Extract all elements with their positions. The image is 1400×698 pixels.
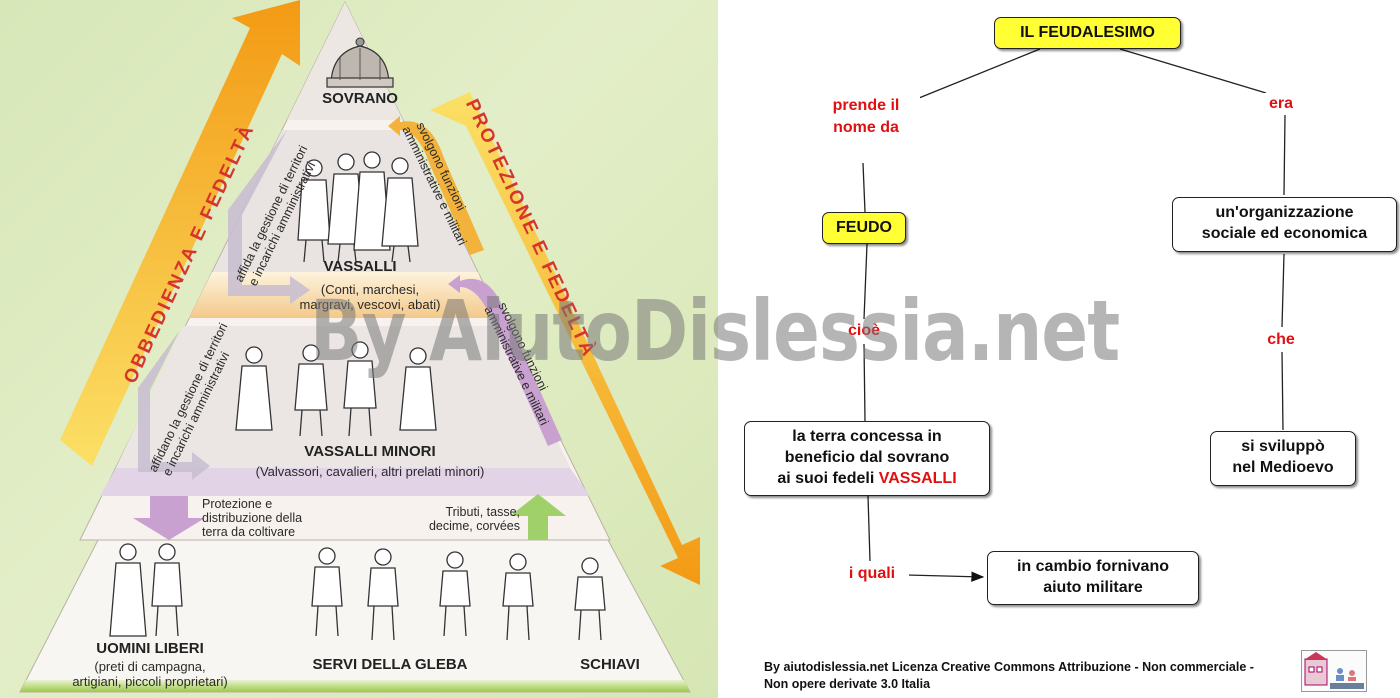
cambio-line-2: aiuto militare bbox=[1043, 579, 1143, 596]
link-che: che bbox=[1258, 329, 1304, 351]
vassalli-label: VASSALLI bbox=[323, 258, 397, 275]
base-figures bbox=[109, 543, 606, 641]
schiavi-label: SCHIAVI bbox=[580, 656, 640, 673]
node-organizzazione[interactable]: un'organizzazione sociale ed economica bbox=[1172, 197, 1397, 252]
minori-figures bbox=[235, 341, 437, 437]
affidano-arrow bbox=[138, 330, 210, 480]
link-prende-line-1: prende il bbox=[832, 97, 900, 114]
link-cioe: cioè bbox=[838, 320, 890, 342]
connector-che-medioevo bbox=[1281, 351, 1284, 431]
node-terra-concessa[interactable]: la terra concessa in beneficio dal sovra… bbox=[744, 421, 990, 496]
node-medioevo[interactable]: si sviluppò nel Medioevo bbox=[1210, 431, 1356, 486]
protezione-distribuzione-arrow bbox=[133, 496, 205, 540]
node-il-feudalesimo[interactable]: IL FEUDALESIMO bbox=[994, 17, 1181, 49]
base-band bbox=[20, 680, 690, 692]
license-footer: By aiutodislessia.net Licenza Creative C… bbox=[764, 659, 1304, 693]
vassalli-highlight: VASSALLI bbox=[878, 470, 957, 487]
node-aiuto-militare[interactable]: in cambio fornivano aiuto militare bbox=[987, 551, 1199, 605]
tributi-note-1: Tributi, tasse, bbox=[445, 505, 520, 519]
protezione-note-2: distribuzione della bbox=[202, 511, 303, 525]
tributi-arrow bbox=[510, 494, 566, 540]
watermark-text: By AiutoDislessia.net bbox=[310, 282, 1120, 380]
vassalli-minori-sub: (Valvassori, cavalieri, altri prelati mi… bbox=[255, 464, 485, 479]
tributi-note-2: decime, corvées bbox=[428, 519, 520, 533]
protezione-arrow bbox=[430, 92, 700, 585]
terra-line-3: ai suoi fedeli VASSALLI bbox=[753, 468, 981, 489]
organizzazione-line-1: un'organizzazione bbox=[1215, 204, 1354, 221]
svolgono-arrow-top bbox=[388, 116, 484, 255]
uomini-liberi-sub-2: artigiani, piccoli proprietari) bbox=[72, 674, 228, 689]
uomini-liberi-sub-1: (preti di campagna, bbox=[94, 659, 206, 674]
minori-band bbox=[100, 468, 590, 496]
obbedienza-arrow bbox=[60, 0, 300, 466]
link-prende-il-nome-da: prende il nome da bbox=[812, 95, 920, 139]
terra-line-3-text: ai suoi fedeli bbox=[777, 470, 875, 487]
vassalli-minori-label: VASSALLI MINORI bbox=[304, 443, 436, 460]
medioevo-line-2: nel Medioevo bbox=[1232, 459, 1334, 476]
link-era: era bbox=[1258, 93, 1304, 115]
terra-line-1: la terra concessa in bbox=[792, 428, 942, 445]
link-i-quali: i quali bbox=[835, 563, 909, 585]
protezione-note-3: terra da coltivare bbox=[202, 525, 296, 539]
aiutodislessia-logo[interactable] bbox=[1301, 650, 1367, 692]
connector-prende-feudo bbox=[862, 162, 866, 213]
connector-organizzazione-che bbox=[1281, 253, 1285, 328]
vassalli-sub-2: margravi, vescovi, abati) bbox=[299, 297, 441, 312]
license-line-2: Non opere derivate 3.0 Italia bbox=[764, 677, 931, 691]
svolgono-arrow-bottom bbox=[448, 275, 562, 446]
connector-feudo-cioe bbox=[863, 243, 868, 320]
sovrano-label: SOVRANO bbox=[322, 90, 398, 107]
vassalli-figures bbox=[297, 151, 419, 263]
connector-root-era bbox=[1119, 48, 1267, 94]
connector-terra-quali bbox=[867, 495, 871, 562]
organizzazione-line-2: sociale ed economica bbox=[1201, 225, 1368, 242]
crown-icon bbox=[326, 37, 394, 88]
link-prende-line-2: nome da bbox=[833, 119, 899, 136]
logo-graphic bbox=[1304, 652, 1364, 689]
cambio-line-1: in cambio fornivano bbox=[1016, 558, 1169, 575]
license-line-1: By aiutodislessia.net Licenza Creative C… bbox=[764, 660, 1254, 674]
vassalli-sub-1: (Conti, marchesi, bbox=[320, 282, 420, 297]
uomini-liberi-label: UOMINI LIBERI bbox=[96, 640, 204, 657]
connector-era-organizzazione bbox=[1283, 114, 1286, 196]
terra-line-2: beneficio dal sovrano bbox=[784, 449, 950, 466]
medioevo-line-1: si sviluppò bbox=[1241, 438, 1325, 455]
affida-arrow bbox=[228, 130, 310, 304]
minori-level bbox=[111, 326, 575, 478]
servi-della-gleba-label: SERVI DELLA GLEBA bbox=[312, 656, 468, 673]
node-feudo[interactable]: FEUDO bbox=[822, 212, 906, 244]
connector-quali-cambio bbox=[906, 571, 985, 582]
connector-root-prende bbox=[913, 48, 1041, 101]
concept-map-connectors bbox=[862, 48, 1286, 582]
vassalli-band bbox=[189, 272, 497, 318]
feudal-pyramid-illustration: SOVRANO VASSALLI (Conti, marchesi, margr… bbox=[0, 0, 718, 698]
pyramid-graphic bbox=[19, 0, 700, 693]
protezione-note-1: Protezione e bbox=[202, 497, 273, 511]
connector-cioe-terra bbox=[863, 343, 866, 422]
